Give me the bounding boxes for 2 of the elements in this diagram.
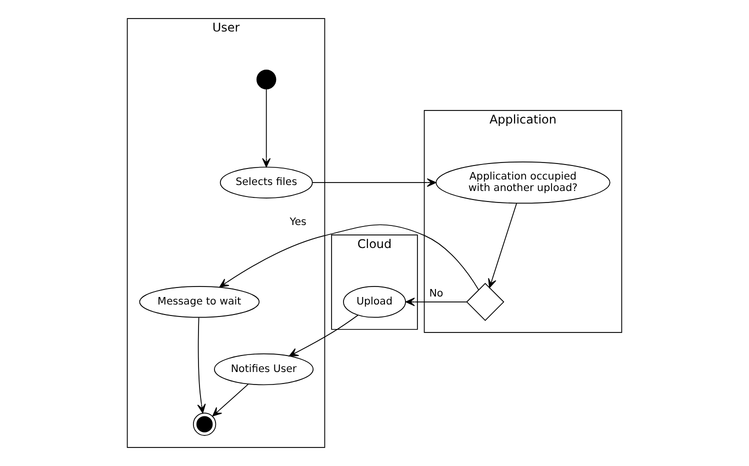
- edge-label: No: [429, 287, 444, 300]
- edge-label: Yes: [290, 216, 306, 228]
